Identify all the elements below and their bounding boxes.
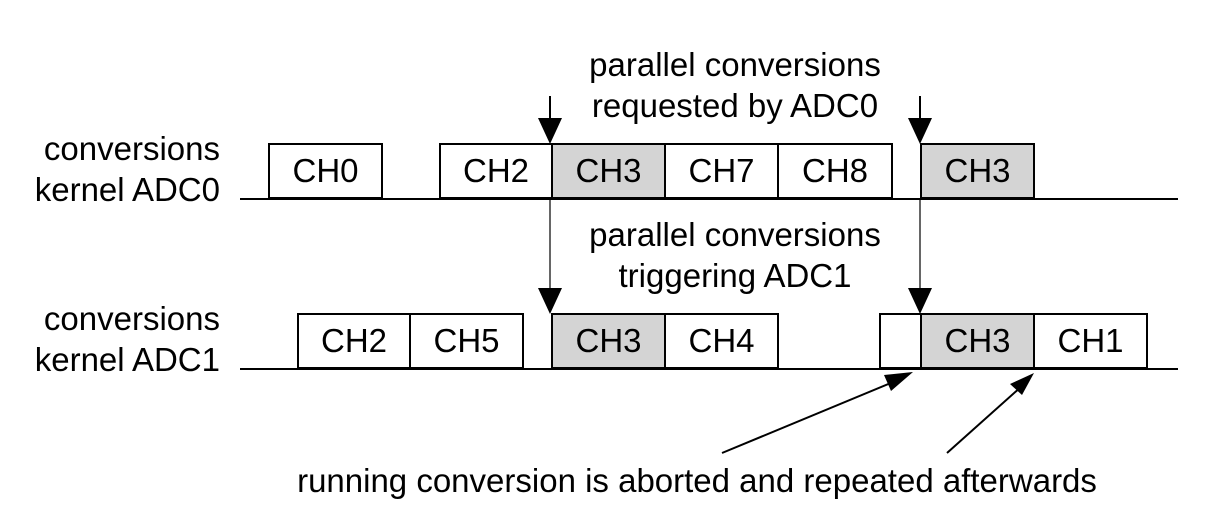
conversion-label: CH3 xyxy=(944,152,1010,189)
trigger-arrow-2-head xyxy=(908,288,932,314)
request-arrow-2-head xyxy=(908,118,932,144)
conversion-label: CH2 xyxy=(463,152,529,189)
repeat-arrow-shaft xyxy=(946,385,1023,454)
adc1-conversion-ch3: CH3 xyxy=(551,313,666,369)
request-arrow-1-head xyxy=(538,118,562,144)
conversion-label: CH0 xyxy=(292,152,358,189)
repeat-arrow-head xyxy=(1010,373,1034,395)
requested-annotation-line2: requested by ADC0 xyxy=(592,87,878,124)
abort-arrow-shaft xyxy=(721,379,899,454)
adc1-conversions: CH2 CH5 CH3 CH4 CH3 CH1 xyxy=(297,313,1148,369)
trigger-arrow-1-head xyxy=(538,288,562,314)
adc1-conversion-ch1: CH1 xyxy=(1033,313,1148,369)
conversion-label: CH3 xyxy=(944,322,1010,359)
triggering-annotation: parallel conversions triggering ADC1 xyxy=(589,216,881,294)
adc1-conversion-ch5: CH5 xyxy=(409,313,524,369)
adc0-row-label: conversions kernel ADC0 xyxy=(35,130,220,208)
adc1-conversion-ch4: CH4 xyxy=(664,313,779,369)
adc0-conversion-ch2: CH2 xyxy=(439,143,553,199)
conversion-label: CH4 xyxy=(688,322,754,359)
conversion-label: CH5 xyxy=(433,322,499,359)
adc1-conversion-aborted xyxy=(879,313,922,369)
conversion-label: CH3 xyxy=(575,152,641,189)
conversion-label: CH1 xyxy=(1057,322,1123,359)
adc1-conversion-ch2: CH2 xyxy=(297,313,411,369)
adc0-conversion-ch3-repeat: CH3 xyxy=(920,143,1035,199)
adc0-row-label-line1: conversions xyxy=(44,130,220,167)
adc0-conversion-ch3: CH3 xyxy=(551,143,666,199)
adc0-conversion-ch0: CH0 xyxy=(268,143,383,199)
conversion-label: CH7 xyxy=(688,152,754,189)
abort-arrow-head xyxy=(884,372,913,391)
adc0-conversion-ch8: CH8 xyxy=(777,143,893,199)
adc0-conversions: CH0 CH2 CH3 CH7 CH8 CH3 xyxy=(268,143,1035,199)
conversion-label: CH3 xyxy=(575,322,641,359)
requested-annotation: parallel conversions requested by ADC0 xyxy=(589,46,881,124)
aborted-annotation: running conversion is aborted and repeat… xyxy=(297,462,1097,499)
conversion-label: CH8 xyxy=(802,152,868,189)
requested-annotation-line1: parallel conversions xyxy=(589,46,881,83)
adc1-row-label: conversions kernel ADC1 xyxy=(35,300,220,378)
adc1-row-label-line1: conversions xyxy=(44,300,220,337)
triggering-annotation-line1: parallel conversions xyxy=(589,216,881,253)
conversion-label: CH2 xyxy=(321,322,387,359)
adc1-row-label-line2: kernel ADC1 xyxy=(35,341,220,378)
adc0-conversion-ch7: CH7 xyxy=(664,143,779,199)
adc1-conversion-ch3-repeat: CH3 xyxy=(920,313,1035,369)
triggering-annotation-line2: triggering ADC1 xyxy=(619,257,852,294)
adc0-row-label-line2: kernel ADC0 xyxy=(35,171,220,208)
